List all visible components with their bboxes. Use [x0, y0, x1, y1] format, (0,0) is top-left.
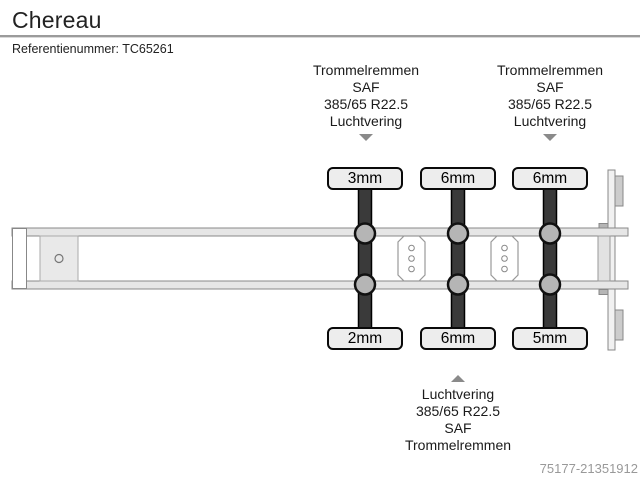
tread-axle2-bottom: 6mm	[420, 327, 496, 350]
axle3-tyre-size: 385/65 R22.5	[507, 96, 593, 112]
axle1-bar	[357, 188, 373, 330]
wheel-hub	[446, 273, 470, 296]
axle1-brand: SAF	[352, 79, 380, 95]
tread-axle1-bottom: 2mm	[327, 327, 403, 350]
rear-crossbeam	[597, 235, 611, 282]
rear-pad-bottom	[614, 309, 624, 341]
wheel-hub	[538, 222, 562, 245]
bolt-hole	[501, 255, 508, 262]
axle3-spec-note: Trommelremmen SAF 385/65 R22.5 Luchtveri…	[465, 62, 635, 141]
bolt-hole	[501, 244, 508, 252]
up-arrow-icon	[451, 375, 465, 382]
tread-axle3-bottom: 5mm	[512, 327, 588, 350]
bolt-hole	[501, 265, 508, 273]
axle2-spec-note: Luchtvering 385/65 R22.5 SAF Trommelremm…	[373, 375, 543, 454]
axle2-brand: SAF	[444, 420, 472, 436]
chassis-bottom-rail	[11, 280, 629, 290]
axle3-bar	[542, 188, 558, 330]
kingpin-circle	[54, 253, 64, 264]
header-divider	[0, 35, 640, 38]
axle1-brakes: Trommelremmen	[312, 62, 420, 78]
rear-tab-bottom	[598, 289, 609, 295]
tread-axle1-top: 3mm	[327, 167, 403, 190]
wheel-hub	[538, 273, 562, 296]
axle1-spec-note: Trommelremmen SAF 385/65 R22.5 Luchtveri…	[281, 62, 451, 141]
bolt-hole	[408, 244, 415, 252]
axle3-brand: SAF	[536, 79, 564, 95]
axle1-suspension: Luchtvering	[329, 113, 403, 129]
axle2-brakes: Trommelremmen	[404, 437, 512, 453]
axle3-brakes: Trommelremmen	[496, 62, 604, 78]
axle2-tyre-size: 385/65 R22.5	[415, 403, 501, 419]
reference-number: Referentienummer: TC65261	[12, 42, 174, 56]
wheel-hub	[446, 222, 470, 245]
chassis-top-rail	[11, 227, 629, 237]
front-cap	[12, 228, 27, 289]
down-arrow-icon	[543, 134, 557, 141]
axle3-suspension: Luchtvering	[513, 113, 587, 129]
bolt-hole	[408, 255, 415, 262]
tread-axle2-top: 6mm	[420, 167, 496, 190]
axle2-bar	[450, 188, 466, 330]
down-arrow-icon	[359, 134, 373, 141]
page-title: Chereau	[12, 7, 102, 33]
rear-pad-top	[614, 175, 624, 207]
wheel-hub	[353, 222, 377, 245]
bolt-hole	[408, 265, 415, 273]
axle2-suspension: Luchtvering	[421, 386, 495, 402]
tread-axle3-top: 6mm	[512, 167, 588, 190]
axle1-tyre-size: 385/65 R22.5	[323, 96, 409, 112]
wheel-hub	[353, 273, 377, 296]
listing-id-watermark: 75177-21351912	[539, 461, 638, 476]
